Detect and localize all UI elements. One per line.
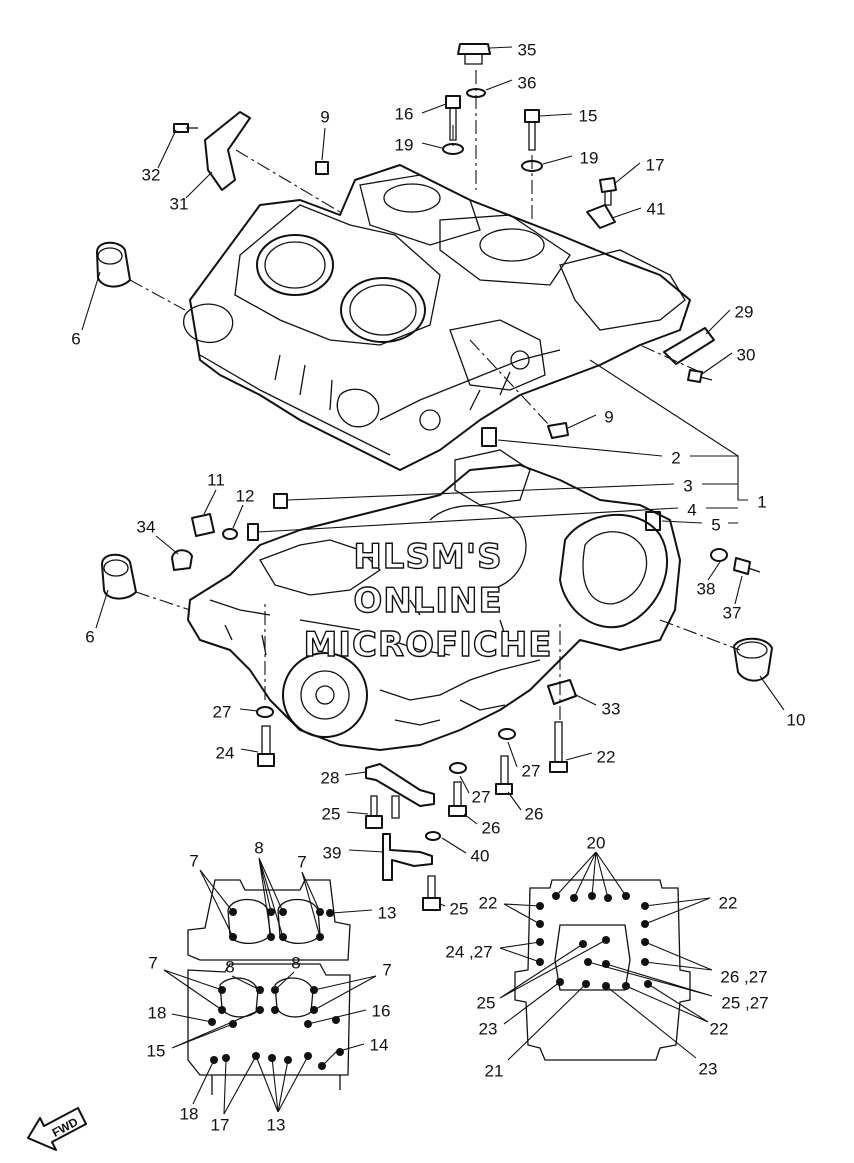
part-number-label: 22 xyxy=(479,893,498,912)
part-number-label: 37 xyxy=(723,603,742,622)
part-number-label: 36 xyxy=(518,73,537,92)
part-number-label: 1 xyxy=(757,492,766,511)
part-number-label: 14 xyxy=(370,1035,389,1054)
leader-lines xyxy=(81,46,785,907)
part-number-label: 15 xyxy=(579,106,598,125)
watermark-line-3: MICROFICHE xyxy=(303,625,552,665)
part-number-label: 40 xyxy=(471,846,490,865)
part-number-label: 30 xyxy=(737,345,756,364)
part-number-label: 31 xyxy=(170,194,189,213)
small-parts xyxy=(96,43,773,911)
watermark: HLSM'S ONLINE MICROFICHE xyxy=(303,536,552,665)
part-number-label: 19 xyxy=(580,148,599,167)
part-number-label: 22 xyxy=(719,893,738,912)
part-number-label: 10 xyxy=(787,710,806,729)
part-number-label: 28 xyxy=(321,768,340,787)
center-lines xyxy=(129,70,741,720)
part-number-label: 17 xyxy=(646,155,665,174)
part-number-label: 5 xyxy=(711,515,720,534)
part-number-label: 26 xyxy=(525,804,544,823)
part-number-label: 2 xyxy=(671,448,680,467)
left-tightening-key xyxy=(163,857,377,1115)
part-number-label: 33 xyxy=(602,699,621,718)
part-number-label: 3 xyxy=(683,476,692,495)
part-number-label: 26 ,27 xyxy=(720,967,767,986)
part-number-label: 22 xyxy=(710,1019,729,1038)
part-number-label: 34 xyxy=(137,517,156,536)
part-number-label: 35 xyxy=(518,40,537,59)
part-number-label: 18 xyxy=(180,1104,199,1123)
part-number-label: 8 xyxy=(254,838,263,857)
part-number-label: 32 xyxy=(142,165,161,184)
right-tightening-key xyxy=(499,851,713,1061)
part-number-label: 38 xyxy=(697,579,716,598)
part-number-label: 7 xyxy=(148,953,157,972)
part-number-label: 26 xyxy=(482,818,501,837)
part-number-label: 29 xyxy=(735,302,754,321)
part-number-label: 7 xyxy=(297,852,306,871)
right-key-labels: 20 22 22 24 ,27 26 ,27 25 25 ,27 23 22 21 23 xyxy=(445,833,768,1080)
part-number-label: 4 xyxy=(687,500,696,519)
part-number-label: 19 xyxy=(395,135,414,154)
part-number-label: 16 xyxy=(395,104,414,123)
part-number-label: 9 xyxy=(320,107,329,126)
part-number-label: 12 xyxy=(236,486,255,505)
part-number-label: 27 xyxy=(522,761,541,780)
part-number-label: 25 xyxy=(322,804,341,823)
part-number-labels: 1234566991011121516171919222425252626272… xyxy=(71,40,805,918)
part-number-label: 22 xyxy=(597,747,616,766)
part-number-label: 15 xyxy=(147,1041,166,1060)
part-number-label: 6 xyxy=(71,329,80,348)
part-number-label: 17 xyxy=(211,1115,230,1134)
watermark-line-1: HLSM'S xyxy=(353,537,502,577)
part-number-label: 16 xyxy=(372,1001,391,1020)
part-number-label: 39 xyxy=(323,843,342,862)
part-number-label: 25 xyxy=(450,899,469,918)
lower-crankcase xyxy=(187,449,681,751)
part-number-label: 27 xyxy=(213,702,232,721)
part-number-label: 7 xyxy=(189,851,198,870)
part-number-label: 20 xyxy=(587,833,606,852)
left-key-labels: 7 8 7 13 7 8 8 7 18 16 15 14 18 17 13 xyxy=(147,838,397,1134)
part-number-label: 13 xyxy=(267,1115,286,1134)
fwd-arrow-icon: FWD xyxy=(27,1107,87,1151)
part-number-label: 7 xyxy=(382,960,391,979)
part-number-label: 23 xyxy=(479,1019,498,1038)
watermark-line-2: ONLINE xyxy=(353,581,502,621)
part-number-label: 24 xyxy=(216,743,235,762)
part-number-label: 18 xyxy=(148,1003,167,1022)
part-number-label: 25 ,27 xyxy=(721,993,768,1012)
upper-crankcase xyxy=(183,164,691,471)
part-number-label: 23 xyxy=(699,1059,718,1078)
part-number-label: 11 xyxy=(207,470,225,489)
part-number-label: 8 xyxy=(291,953,300,972)
part-number-label: 13 xyxy=(378,903,397,922)
part-number-label: 41 xyxy=(647,199,666,218)
part-number-label: 8 xyxy=(225,957,234,976)
part-number-label: 25 xyxy=(477,993,496,1012)
part-number-label: 9 xyxy=(604,407,613,426)
part-number-label: 24 ,27 xyxy=(445,942,492,961)
part-number-label: 21 xyxy=(485,1061,504,1080)
part-number-label: 6 xyxy=(85,627,94,646)
part-number-label: 27 xyxy=(472,787,491,806)
